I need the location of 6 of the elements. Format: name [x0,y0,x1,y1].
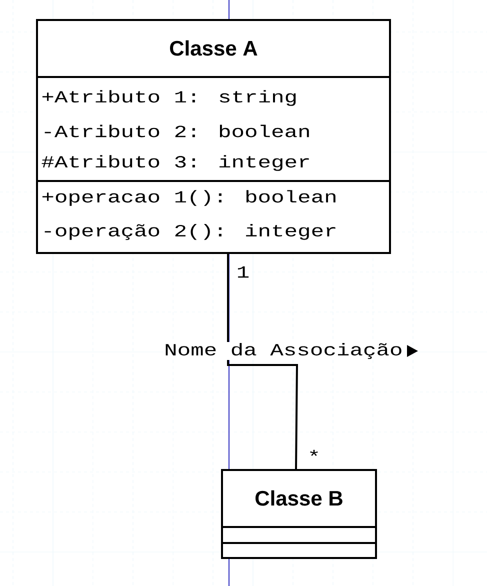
association-line [227,254,298,470]
class-box: Classe B [221,469,377,559]
multiplicity-label: * [306,448,322,464]
multiplicity-label: 1 [235,265,251,279]
edge-label: Nome da Associação [163,342,404,360]
class-box: Classe A +Atributo 1: string -Atributo 2: boolean #Atributo 3: integer +operacao 1(): boolean -operação 2(): integer [36,19,391,254]
